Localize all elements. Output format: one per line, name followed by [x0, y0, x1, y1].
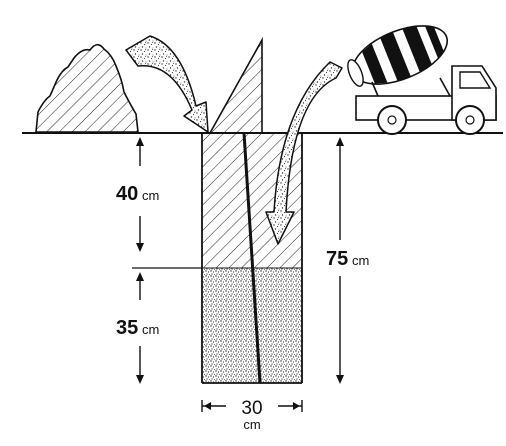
bottom-depth-label: 35 [116, 317, 138, 339]
dimension-bottom-depth [136, 272, 144, 384]
width-label: 30 [241, 398, 262, 419]
hole-concrete [202, 268, 302, 383]
width-unit: cm [243, 417, 260, 432]
soil-pile-icon [35, 43, 139, 133]
dimension-width [201, 400, 303, 412]
total-depth-unit: cm [352, 253, 369, 268]
post-icon [208, 36, 263, 384]
concrete-arrow-icon [265, 61, 343, 245]
top-depth-label: 40 [116, 183, 138, 205]
bottom-depth-unit: cm [142, 322, 159, 337]
soil-arrow-icon [125, 35, 209, 133]
dimension-total-depth [336, 137, 344, 384]
cement-mixer-truck-icon [347, 25, 497, 135]
total-depth-label: 75 [326, 248, 348, 270]
top-depth-unit: cm [142, 188, 159, 203]
dimension-top-depth [132, 137, 202, 269]
